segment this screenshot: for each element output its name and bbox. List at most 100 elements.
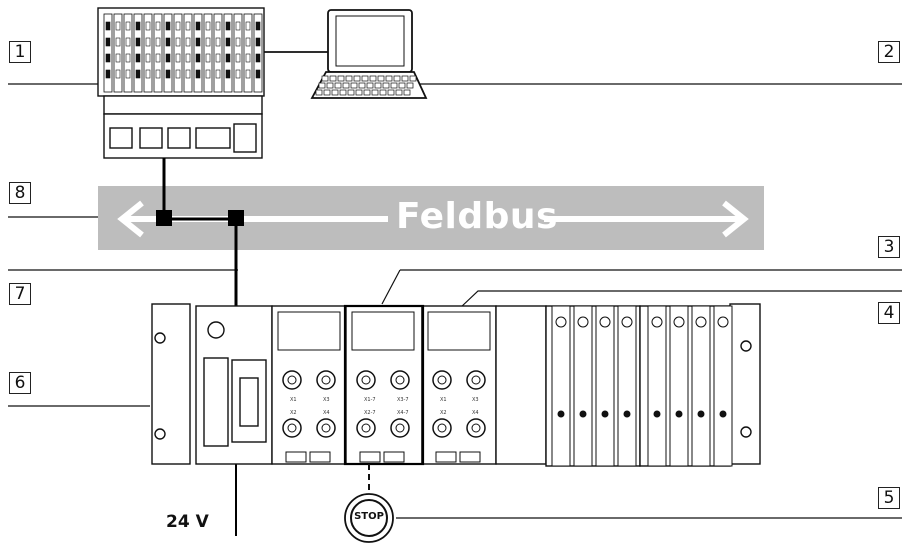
io-module-label-field <box>435 451 457 463</box>
end-plate-left <box>151 303 191 465</box>
callout-lines <box>8 83 902 519</box>
laptop-key <box>387 89 395 96</box>
laptop-key <box>409 75 417 82</box>
plc-card <box>253 13 263 93</box>
laptop-key <box>339 89 347 96</box>
laptop-key <box>401 75 409 82</box>
callout-8: 8 <box>9 182 31 204</box>
plc-card-led <box>135 69 141 79</box>
plc-card-led <box>245 53 251 63</box>
m12-socket-pin <box>395 375 405 385</box>
m12-socket-pin <box>361 375 371 385</box>
plc-card <box>163 13 173 93</box>
plc-card-led <box>185 53 191 63</box>
module-label: X2-7 <box>364 410 376 416</box>
valve-solenoid <box>695 316 707 328</box>
io-module-label-field <box>309 451 331 463</box>
laptop-key <box>321 75 329 82</box>
laptop-key <box>379 89 387 96</box>
plc-card-led <box>175 69 181 79</box>
valve-slice <box>573 305 593 467</box>
plc-card-led <box>165 69 171 79</box>
plc-card <box>243 13 253 93</box>
plc-card-led <box>215 37 221 47</box>
io-module-label-field <box>285 451 307 463</box>
module-label: X2 <box>290 410 297 416</box>
plc-io-block-2 <box>139 127 163 149</box>
plc-card-led <box>155 53 161 63</box>
laptop-key <box>331 89 339 96</box>
m12-socket-pin <box>471 375 481 385</box>
laptop-key <box>318 82 326 89</box>
fieldbus <box>98 186 764 250</box>
io-module-details <box>277 311 491 463</box>
plc-card-led <box>145 69 151 79</box>
valve-port <box>653 410 661 418</box>
valve-slice <box>691 305 711 467</box>
bus-cables <box>162 158 238 536</box>
laptop-key <box>347 89 355 96</box>
laptop-key <box>398 82 406 89</box>
module-label: X1 <box>440 397 447 403</box>
valve-solenoid <box>673 316 685 328</box>
plc-card-led <box>195 69 201 79</box>
m12-socket-pin <box>287 423 297 433</box>
module-label: X1-7 <box>364 397 376 403</box>
plc-card-led <box>155 37 161 47</box>
plc-io-block-1 <box>109 127 133 149</box>
plc-card-led <box>125 53 131 63</box>
laptop-key <box>361 75 369 82</box>
laptop-key <box>355 89 363 96</box>
fieldbus-arrowhead-right <box>722 200 749 238</box>
module-label: X4-7 <box>397 410 409 416</box>
plc-card-led <box>165 21 171 31</box>
end-plate-left-hole-bottom <box>154 428 166 440</box>
m12-socket-pin <box>395 423 405 433</box>
valve-solenoid <box>577 316 589 328</box>
module-label: X4 <box>323 410 330 416</box>
laptop-key <box>371 89 379 96</box>
valve-solenoid <box>555 316 567 328</box>
laptop-key <box>315 89 323 96</box>
stop-button-inner[interactable] <box>350 499 388 537</box>
plc-card-led <box>155 21 161 31</box>
plc-card-led <box>255 21 261 31</box>
plc-card-led <box>115 37 121 47</box>
module-label: X1 <box>290 397 297 403</box>
plc-card-led <box>175 21 181 31</box>
m12-socket-pin <box>437 375 447 385</box>
laptop-key <box>350 82 358 89</box>
plc-card-led <box>145 21 151 31</box>
plc-io-block-3 <box>167 127 191 149</box>
plc-card-led <box>255 37 261 47</box>
laptop-key <box>363 89 371 96</box>
laptop-key <box>390 82 398 89</box>
laptop-key <box>385 75 393 82</box>
bus-node-sub-d <box>239 377 259 427</box>
end-plate-right-hole-top <box>740 340 752 352</box>
plc-card-led <box>215 21 221 31</box>
callout-5: 5 <box>878 487 900 509</box>
plc-card <box>123 13 133 93</box>
plc-card-led <box>115 53 121 63</box>
m12-socket-pin <box>321 375 331 385</box>
callout-3: 3 <box>878 236 900 258</box>
valve-port <box>719 410 727 418</box>
callout-4: 4 <box>878 302 900 324</box>
plc-card-led <box>255 53 261 63</box>
io-module-label-field <box>459 451 481 463</box>
callout-1: 1 <box>9 41 31 63</box>
laptop-key <box>374 82 382 89</box>
valve-slice <box>647 305 667 467</box>
plc-card-led <box>245 37 251 47</box>
plc-card-slots <box>103 13 263 93</box>
laptop-display <box>335 15 405 67</box>
bus-connector-2 <box>228 210 244 226</box>
plc-card-led <box>135 53 141 63</box>
plc-card-led <box>135 21 141 31</box>
plc-card-led <box>185 37 191 47</box>
valve-port <box>579 410 587 418</box>
plc-card-led <box>195 53 201 63</box>
plc-card-led <box>175 37 181 47</box>
laptop-key <box>342 82 350 89</box>
